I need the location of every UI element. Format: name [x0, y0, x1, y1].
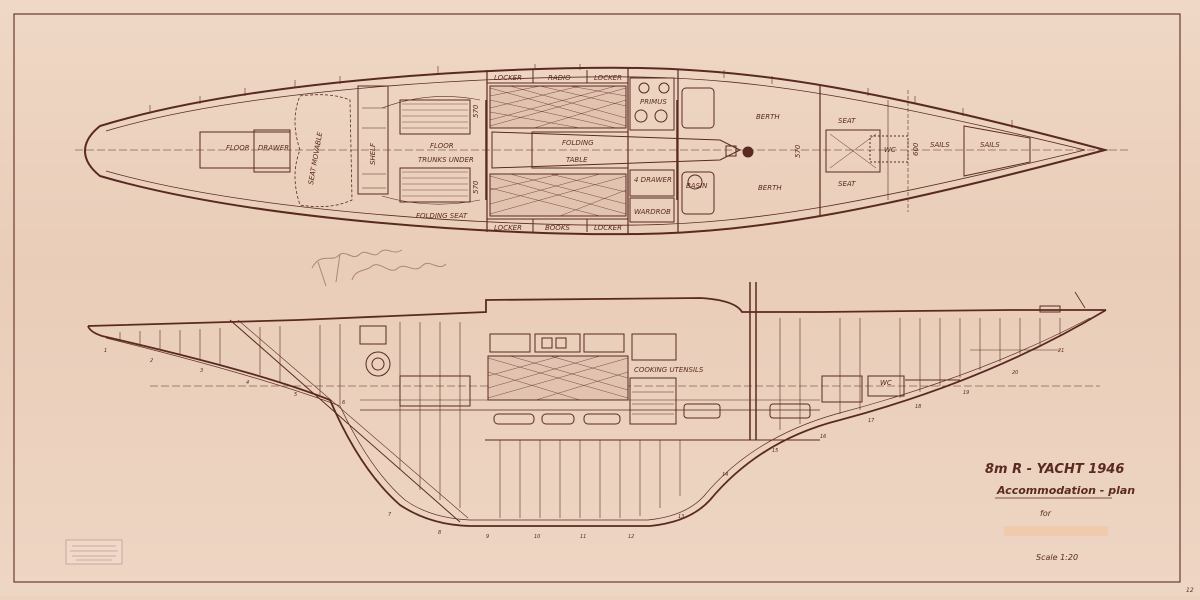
plan-shelf-label: SHELF: [369, 142, 377, 165]
plan-trunks-under-label: TRUNKS UNDER: [418, 156, 474, 164]
station-number-11: 11: [580, 534, 586, 540]
station-number-15: 15: [772, 448, 778, 454]
scale-label: Scale 1:20: [1036, 553, 1078, 562]
station-number-6: 6: [342, 400, 345, 406]
plan-seat-2-label: SEAT: [838, 180, 856, 188]
station-number-19: 19: [963, 390, 969, 396]
station-number-17: 17: [868, 418, 875, 424]
archive-stamp: [65, 539, 123, 565]
plan-hull-outline: [84, 66, 1109, 236]
plan-sails-2-label: SAILS: [980, 141, 1000, 149]
station-number-13: 13: [678, 514, 684, 520]
station-number-10: 10: [534, 534, 540, 540]
corner-mark: 12: [1186, 587, 1194, 594]
station-number-14: 14: [722, 472, 728, 478]
plan-4-drawer-label: 4 DRAWER: [634, 176, 672, 184]
redacted-name-bar: [1004, 526, 1108, 536]
station-number-21: 21: [1058, 348, 1064, 354]
title-block: 8m R - YACHT 1946 Accommodation - plan f…: [985, 462, 1135, 562]
plan-labels: FLOOR DRAWER SEAT MOVABLE SHELF FLOOR TR…: [226, 74, 1000, 232]
station-number-5: 5: [294, 392, 297, 398]
station-number-7: 7: [388, 512, 392, 518]
plan-dim-3-label: 570: [794, 144, 802, 158]
plan-books-label: BOOKS: [545, 224, 570, 232]
plan-floor-fwd-label: FLOOR: [226, 144, 250, 152]
plan-locker-4-label: LOCKER: [594, 224, 622, 232]
for-label: for: [1040, 509, 1052, 518]
station-number-18: 18: [915, 404, 921, 410]
station-number-3: 3: [200, 368, 203, 374]
profile-wc-label: WC: [880, 379, 892, 387]
plan-locker-3-label: LOCKER: [494, 224, 522, 232]
plan-view: [75, 64, 1130, 236]
plan-dim-1-label: 570: [472, 104, 480, 118]
station-number-4: 4: [246, 380, 249, 386]
plan-sails-1-label: SAILS: [930, 141, 950, 149]
plan-folding-label: FOLDING: [562, 139, 594, 147]
plan-table-label: TABLE: [566, 156, 588, 164]
station-number-12: 12: [628, 534, 634, 540]
profile-view: [87, 282, 1107, 527]
plan-primus-label: PRIMUS: [640, 98, 667, 106]
title-text: 8m R - YACHT 1946: [985, 462, 1124, 477]
station-number-2: 2: [150, 358, 153, 364]
plan-radio-label: RADIO: [548, 74, 571, 82]
station-number-8: 8: [438, 530, 441, 536]
profile-cooking-utensils-label: COOKING UTENSILS: [634, 366, 704, 374]
profile-labels: COOKING UTENSILS WC: [634, 366, 892, 387]
plan-dim-4-label: 600: [912, 142, 920, 156]
plan-berth-1-label: BERTH: [756, 113, 780, 121]
plan-wc-label: WC: [884, 146, 896, 154]
plan-locker-1-label: LOCKER: [494, 74, 522, 82]
plan-wardrobe-label: WARDROB: [634, 208, 671, 216]
drawing-frame: [13, 13, 1181, 583]
station-number-1: 1: [104, 348, 107, 354]
station-number-9: 9: [486, 534, 489, 540]
plan-floor-mid-label: FLOOR: [430, 142, 454, 150]
station-number-16: 16: [820, 434, 826, 440]
handwritten-signature: [311, 249, 447, 287]
plan-basin-label: BASIN: [686, 182, 708, 190]
plan-locker-2-label: LOCKER: [594, 74, 622, 82]
plan-folding-seat-label: FOLDING SEAT: [416, 212, 468, 220]
plan-drawer-label: DRAWER: [258, 144, 289, 152]
plan-seat-1-label: SEAT: [838, 117, 856, 125]
plan-berth-2-label: BERTH: [758, 184, 782, 192]
subtitle-text: Accommodation - plan: [996, 484, 1135, 497]
plan-seat-movable-label: SEAT MOVABLE: [307, 131, 324, 186]
plan-dim-2-label: 570: [472, 180, 480, 194]
station-number-20: 20: [1012, 370, 1018, 376]
